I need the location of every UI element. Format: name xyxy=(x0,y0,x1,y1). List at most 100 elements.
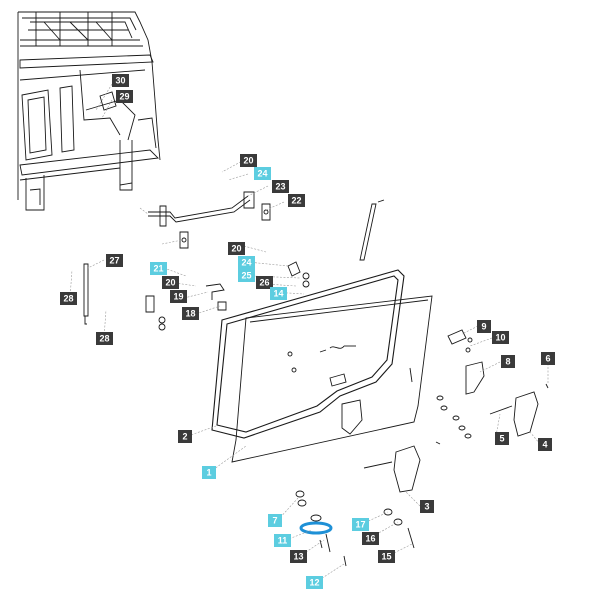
callout-box xyxy=(501,355,515,368)
callout-25: 25 xyxy=(238,269,255,282)
callout-text: 15 xyxy=(381,552,391,562)
callout-box xyxy=(162,276,179,289)
callout-13: 13 xyxy=(290,550,307,563)
callout-20-left: 20 xyxy=(162,276,179,289)
callout-1: 1 xyxy=(202,466,216,479)
callout-box xyxy=(170,290,187,303)
callout-text: 10 xyxy=(495,333,505,343)
callout-box xyxy=(495,432,509,445)
callout-box xyxy=(238,269,255,282)
callout-text: 30 xyxy=(115,76,125,86)
callout-box xyxy=(150,262,167,275)
callout-text: 17 xyxy=(355,520,365,530)
window-seal-frame xyxy=(211,269,405,439)
callout-16: 16 xyxy=(362,532,379,545)
callout-box xyxy=(288,194,305,207)
callout-text: 20 xyxy=(231,244,241,254)
callout-box xyxy=(182,307,199,320)
callout-text: 21 xyxy=(153,264,163,274)
callout-22: 22 xyxy=(288,194,305,207)
rear-glass-panel xyxy=(231,295,433,463)
callout-text: 2 xyxy=(182,432,187,442)
callout-18: 18 xyxy=(182,307,199,320)
callout-box xyxy=(106,254,123,267)
callout-28-upper: 28 xyxy=(60,292,77,305)
callout-box xyxy=(477,320,491,333)
callout-11: 11 xyxy=(274,534,291,547)
callout-5: 5 xyxy=(495,432,509,445)
callout-text: 12 xyxy=(309,578,319,588)
callout-box xyxy=(352,518,369,531)
callout-28-lower: 28 xyxy=(96,332,113,345)
callout-2: 2 xyxy=(178,430,192,443)
callout-text: 11 xyxy=(278,536,288,546)
bottom-pivot-hardware xyxy=(295,383,549,567)
callout-text: 4 xyxy=(542,440,547,450)
callout-text: 8 xyxy=(505,357,510,367)
callout-text: 7 xyxy=(272,516,277,526)
callout-box xyxy=(202,466,216,479)
callout-20-mid: 20 xyxy=(228,242,245,255)
callout-text: 20 xyxy=(243,156,253,166)
callout-text: 24 xyxy=(241,258,251,268)
callout-box xyxy=(238,256,255,269)
callout-box xyxy=(541,352,555,365)
callout-29: 29 xyxy=(116,90,133,103)
callout-text: 20 xyxy=(165,278,175,288)
callout-labels: 30 29 20 24 23 22 20 24 25 26 14 27 21 2… xyxy=(60,74,555,589)
callout-text: 25 xyxy=(241,271,251,281)
callout-box xyxy=(492,331,509,344)
hinge-hardware xyxy=(145,261,539,493)
callout-box xyxy=(272,180,289,193)
callout-box xyxy=(112,74,129,87)
torsion-rod xyxy=(148,191,271,249)
callout-box xyxy=(268,514,282,527)
callout-23: 23 xyxy=(272,180,289,193)
callout-box xyxy=(240,154,257,167)
callout-14: 14 xyxy=(270,287,287,300)
callout-26: 26 xyxy=(256,276,273,289)
callout-24-mid: 24 xyxy=(238,256,255,269)
callout-text: 28 xyxy=(99,334,109,344)
callout-box xyxy=(256,276,273,289)
callout-4: 4 xyxy=(538,438,552,451)
callout-15: 15 xyxy=(378,550,395,563)
callout-text: 9 xyxy=(481,322,486,332)
callout-text: 6 xyxy=(545,354,550,364)
callout-3: 3 xyxy=(420,500,434,513)
callout-text: 16 xyxy=(365,534,375,544)
callout-text: 27 xyxy=(109,256,119,266)
callout-12: 12 xyxy=(306,576,323,589)
callout-box xyxy=(290,550,307,563)
callout-text: 18 xyxy=(185,309,195,319)
callout-text: 3 xyxy=(424,502,429,512)
callout-8: 8 xyxy=(501,355,515,368)
callout-19: 19 xyxy=(170,290,187,303)
callout-text: 5 xyxy=(499,434,504,444)
callout-box xyxy=(96,332,113,345)
gas-struts xyxy=(83,199,385,325)
callout-10: 10 xyxy=(492,331,509,344)
callout-text: 22 xyxy=(291,196,301,206)
callout-7: 7 xyxy=(268,514,282,527)
callout-box xyxy=(420,500,434,513)
callout-box xyxy=(178,430,192,443)
callout-box xyxy=(270,287,287,300)
callout-box xyxy=(116,90,133,103)
callout-9: 9 xyxy=(477,320,491,333)
callout-20-top: 20 xyxy=(240,154,257,167)
callout-text: 19 xyxy=(173,292,183,302)
callout-24-top: 24 xyxy=(254,167,271,180)
callout-text: 13 xyxy=(293,552,303,562)
callout-box xyxy=(274,534,291,547)
callout-6: 6 xyxy=(541,352,555,365)
highlighted-seal-ring xyxy=(299,521,333,535)
callout-text: 29 xyxy=(119,92,129,102)
callout-box xyxy=(254,167,271,180)
callout-box xyxy=(60,292,77,305)
callout-text: 23 xyxy=(275,182,285,192)
callout-text: 28 xyxy=(63,294,73,304)
callout-text: 14 xyxy=(273,289,283,299)
